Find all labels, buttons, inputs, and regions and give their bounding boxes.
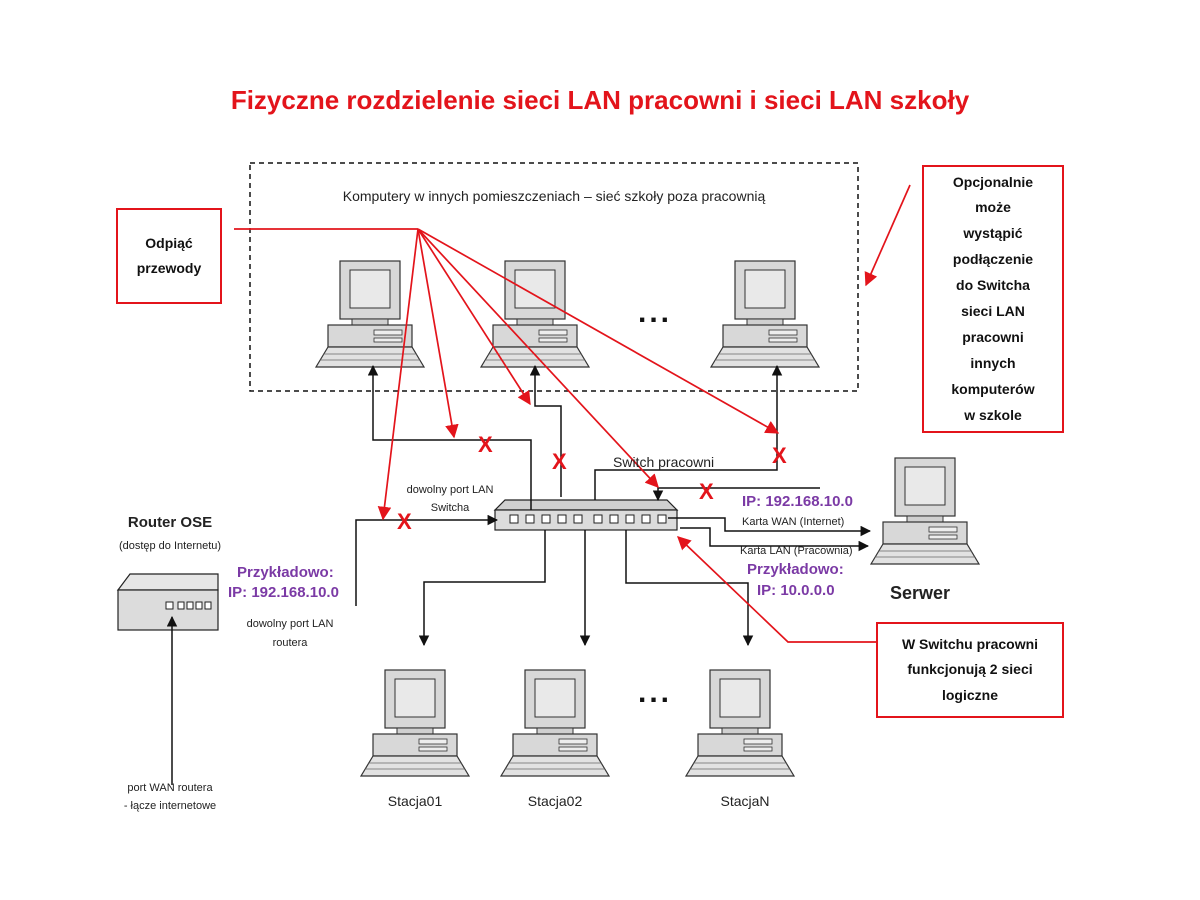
school-computer-3	[710, 260, 820, 368]
server-lan-ip: IP: 10.0.0.0	[757, 582, 835, 599]
logical-networks-callout: W Switchu pracowni funkcjonują 2 sieci l…	[876, 622, 1064, 718]
router-lan-port-line2: routera	[272, 637, 308, 649]
unplug-indicator-lines	[234, 184, 911, 643]
disconnect-mark-4: X	[699, 479, 714, 504]
switch-any-port-line2: Switcha	[430, 502, 470, 514]
school-network-area	[249, 162, 859, 392]
network-cables	[166, 364, 872, 785]
server-wan-ip: IP: 192.168.10.0	[742, 493, 853, 510]
lab-switch	[493, 499, 679, 531]
station-computer-1	[360, 669, 470, 777]
station-label-1: Stacja01	[387, 793, 443, 809]
router-example-label: Przykładowo:	[237, 564, 334, 581]
server-label: Serwer	[890, 583, 951, 603]
station-computer-n	[685, 669, 795, 777]
school-network-label: Komputery w innych pomieszczeniach – sie…	[342, 188, 766, 204]
logical-networks-text: W Switchu pracowni funkcjonują 2 sieci l…	[901, 636, 1039, 703]
disconnect-mark-2: X	[552, 449, 567, 474]
switch-any-port-line1: dowolny port LAN	[406, 484, 494, 496]
server-example-label: Przykładowo:	[747, 561, 844, 578]
router-ose	[116, 573, 219, 631]
router-wan-port-line1: port WAN routera	[127, 782, 213, 794]
disconnect-mark-3: X	[772, 443, 787, 468]
page-title: Fizyczne rozdzielenie sieci LAN pracowni…	[230, 85, 970, 115]
unplug-callout-text: Odpiąć przewody	[136, 234, 202, 276]
switch-label: Switch pracowni	[613, 454, 715, 470]
router-title: Router OSE	[127, 514, 213, 531]
disconnect-mark-5: X	[397, 509, 412, 534]
disconnect-mark-1: X	[478, 432, 493, 457]
server-computer	[870, 457, 980, 565]
stations-ellipsis: ...	[638, 676, 673, 709]
router-subtitle: (dostęp do Internetu)	[118, 540, 222, 552]
server-wan-card: Karta WAN (Internet)	[742, 516, 845, 528]
router-wan-port-line2: - łącze internetowe	[123, 800, 217, 812]
router-ip: IP: 192.168.10.0	[228, 584, 339, 601]
optional-connection-text: Opcjonalnie może wystąpić podłączenie do…	[951, 173, 1035, 423]
station-label-n: StacjaN	[720, 793, 770, 809]
unplug-callout: Odpiąć przewody	[116, 208, 222, 304]
server-lan-card: Karta LAN (Pracownia)	[740, 545, 853, 557]
school-computers-ellipsis: ...	[638, 296, 673, 329]
router-lan-port-line1: dowolny port LAN	[246, 618, 334, 630]
station-label-2: Stacja02	[527, 793, 583, 809]
optional-connection-callout: Opcjonalnie może wystąpić podłączenie do…	[922, 165, 1064, 433]
station-computer-2	[500, 669, 610, 777]
